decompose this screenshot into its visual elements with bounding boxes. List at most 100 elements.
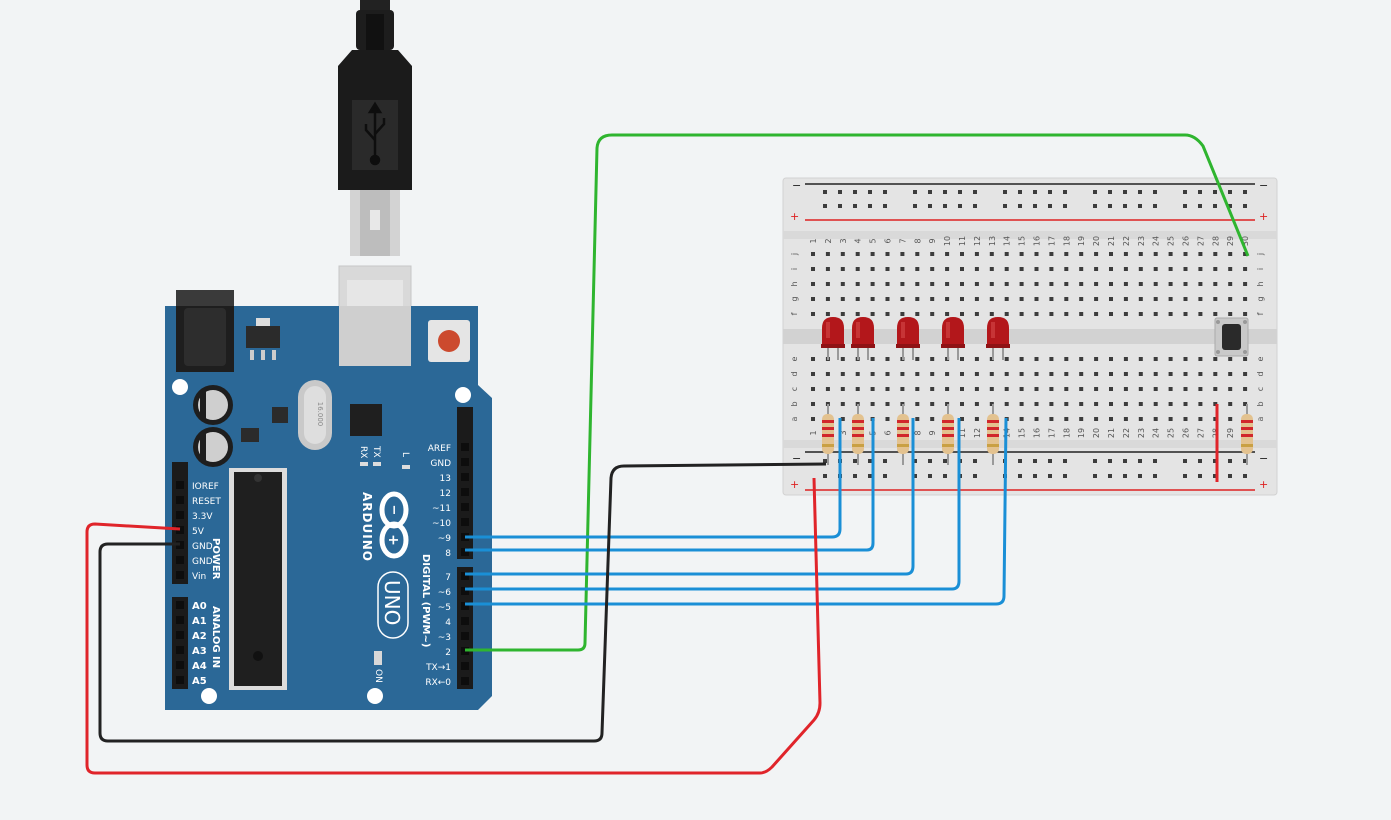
breadboard-hole[interactable] <box>1183 312 1188 316</box>
breadboard-hole[interactable] <box>1064 402 1069 406</box>
breadboard-hole[interactable] <box>1138 252 1143 256</box>
breadboard-hole[interactable] <box>1093 459 1097 463</box>
breadboard-hole[interactable] <box>855 252 860 256</box>
breadboard-hole[interactable] <box>1213 267 1218 271</box>
breadboard-hole[interactable] <box>989 297 994 301</box>
breadboard-hole[interactable] <box>883 459 887 463</box>
breadboard-hole[interactable] <box>1094 387 1099 391</box>
breadboard-hole[interactable] <box>960 417 964 421</box>
breadboard-hole[interactable] <box>1168 357 1173 361</box>
header-pin[interactable] <box>176 601 184 609</box>
breadboard-hole[interactable] <box>973 459 977 463</box>
breadboard-hole[interactable] <box>1228 312 1233 316</box>
breadboard-hole[interactable] <box>840 282 845 286</box>
breadboard-hole[interactable] <box>958 204 962 208</box>
header-pin[interactable] <box>461 443 469 451</box>
breadboard-hole[interactable] <box>823 204 827 208</box>
breadboard-hole[interactable] <box>1168 297 1173 301</box>
breadboard-hole[interactable] <box>825 267 830 271</box>
breadboard-hole[interactable] <box>1079 402 1084 406</box>
breadboard-hole[interactable] <box>915 387 920 391</box>
breadboard-hole[interactable] <box>825 282 830 286</box>
breadboard-hole[interactable] <box>1123 204 1127 208</box>
header-pin[interactable] <box>461 617 469 625</box>
breadboard-hole[interactable] <box>840 252 845 256</box>
breadboard-hole[interactable] <box>1063 459 1067 463</box>
breadboard-hole[interactable] <box>1198 474 1202 478</box>
breadboard-hole[interactable] <box>1198 387 1203 391</box>
breadboard-hole[interactable] <box>1243 402 1248 406</box>
breadboard-hole[interactable] <box>1123 387 1128 391</box>
breadboard-hole[interactable] <box>1108 204 1112 208</box>
breadboard-hole[interactable] <box>1109 387 1113 391</box>
breadboard-hole[interactable] <box>1198 402 1203 406</box>
breadboard-hole[interactable] <box>1183 204 1187 208</box>
breadboard-hole[interactable] <box>1004 387 1009 391</box>
breadboard-hole[interactable] <box>1109 267 1113 271</box>
breadboard-hole[interactable] <box>1228 204 1232 208</box>
breadboard-hole[interactable] <box>1168 312 1173 316</box>
breadboard-hole[interactable] <box>960 312 964 316</box>
breadboard-hole[interactable] <box>1034 402 1039 406</box>
breadboard-hole[interactable] <box>1033 190 1037 194</box>
breadboard-hole[interactable] <box>1228 459 1232 463</box>
breadboard-hole[interactable] <box>974 297 979 301</box>
breadboard-hole[interactable] <box>1034 282 1039 286</box>
breadboard-hole[interactable] <box>1064 267 1069 271</box>
breadboard-hole[interactable] <box>1034 267 1039 271</box>
breadboard-hole[interactable] <box>1153 190 1157 194</box>
breadboard-hole[interactable] <box>1004 312 1009 316</box>
breadboard-hole[interactable] <box>1019 387 1024 391</box>
breadboard-hole[interactable] <box>913 190 917 194</box>
breadboard-hole[interactable] <box>1138 297 1143 301</box>
breadboard-hole[interactable] <box>1049 267 1054 271</box>
breadboard-hole[interactable] <box>870 267 875 271</box>
breadboard-hole[interactable] <box>1198 282 1203 286</box>
breadboard-hole[interactable] <box>1049 297 1054 301</box>
breadboard-hole[interactable] <box>928 474 932 478</box>
breadboard-hole[interactable] <box>930 252 935 256</box>
breadboard-hole[interactable] <box>1213 190 1217 194</box>
breadboard-hole[interactable] <box>1018 190 1022 194</box>
breadboard-hole[interactable] <box>930 267 935 271</box>
breadboard-hole[interactable] <box>1063 474 1067 478</box>
breadboard-hole[interactable] <box>1183 282 1188 286</box>
header-pin[interactable] <box>176 496 184 504</box>
breadboard-hole[interactable] <box>1093 204 1097 208</box>
breadboard-hole[interactable] <box>1228 252 1233 256</box>
breadboard-hole[interactable] <box>885 402 890 406</box>
breadboard-hole[interactable] <box>974 402 979 406</box>
breadboard-hole[interactable] <box>1019 297 1024 301</box>
breadboard-hole[interactable] <box>973 474 977 478</box>
breadboard-hole[interactable] <box>868 204 872 208</box>
breadboard-hole[interactable] <box>1213 474 1217 478</box>
breadboard-hole[interactable] <box>1138 417 1143 421</box>
breadboard-hole[interactable] <box>1168 402 1173 406</box>
breadboard-hole[interactable] <box>885 297 890 301</box>
breadboard-hole[interactable] <box>1034 417 1039 421</box>
breadboard-hole[interactable] <box>915 267 920 271</box>
breadboard-hole[interactable] <box>885 282 890 286</box>
breadboard-hole[interactable] <box>1123 402 1128 406</box>
breadboard-hole[interactable] <box>823 190 827 194</box>
breadboard-hole[interactable] <box>1064 387 1069 391</box>
breadboard-hole[interactable] <box>1063 204 1067 208</box>
breadboard-hole[interactable] <box>1138 267 1143 271</box>
breadboard-hole[interactable] <box>1183 417 1188 421</box>
breadboard-hole[interactable] <box>1213 312 1218 316</box>
breadboard-hole[interactable] <box>811 372 815 376</box>
breadboard-hole[interactable] <box>1019 357 1024 361</box>
breadboard-hole[interactable] <box>973 204 977 208</box>
breadboard-hole[interactable] <box>1228 402 1233 406</box>
breadboard-hole[interactable] <box>1109 357 1113 361</box>
breadboard-hole[interactable] <box>1243 190 1247 194</box>
breadboard-hole[interactable] <box>1213 417 1218 421</box>
breadboard-hole[interactable] <box>840 387 845 391</box>
breadboard-hole[interactable] <box>1034 297 1039 301</box>
header-pin[interactable] <box>176 676 184 684</box>
breadboard-hole[interactable] <box>1243 297 1248 301</box>
breadboard-hole[interactable] <box>1153 357 1158 361</box>
breadboard-hole[interactable] <box>838 204 842 208</box>
breadboard-hole[interactable] <box>1138 372 1143 376</box>
breadboard-hole[interactable] <box>989 372 994 376</box>
